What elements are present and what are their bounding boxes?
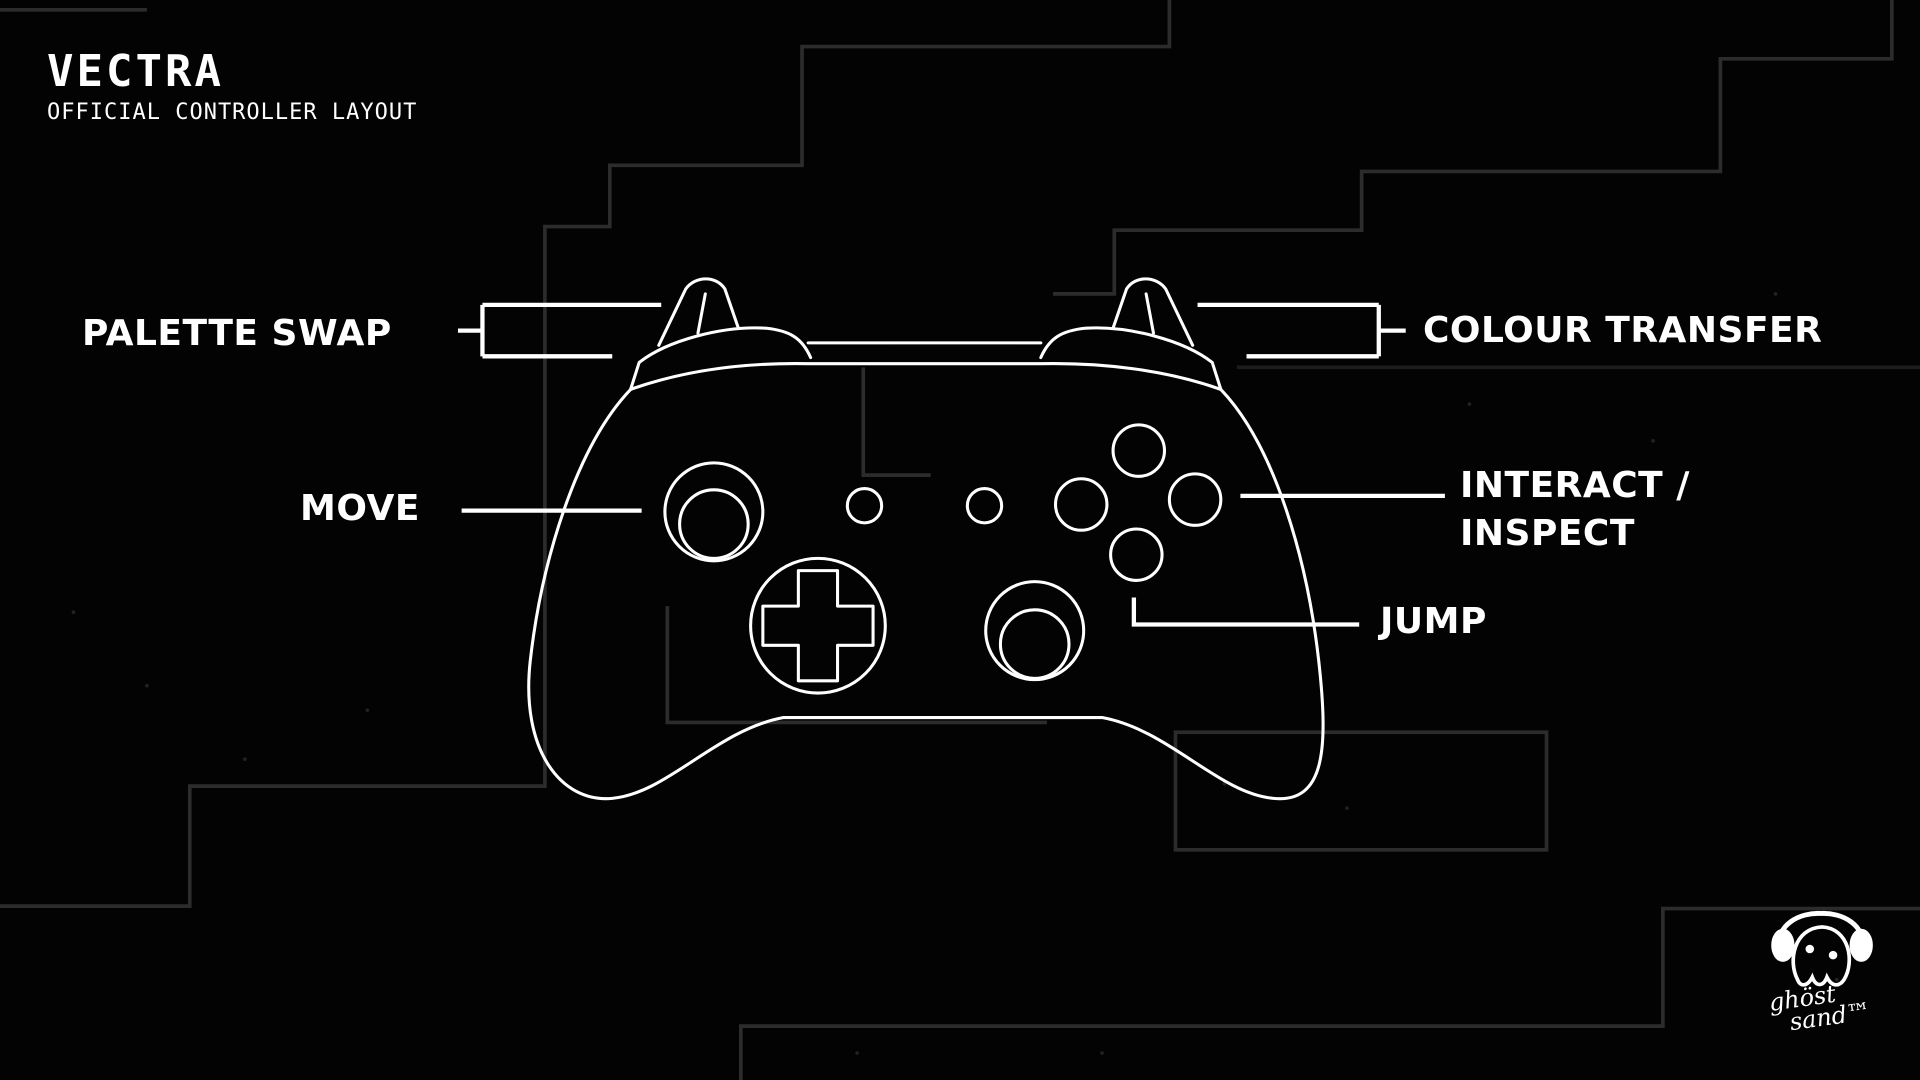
game-title: VECTRA	[47, 46, 224, 97]
ghost-sand-logo-text: ghöst sand™	[1767, 978, 1872, 1036]
face-button-right	[1167, 472, 1223, 527]
controller-body	[527, 387, 1325, 801]
right-bumper	[1039, 326, 1223, 391]
label-jump: JUMP	[1380, 601, 1487, 642]
face-button-bottom	[1109, 527, 1164, 582]
callout-lines	[457, 302, 1445, 627]
right-stick-cap	[998, 608, 1071, 680]
dpad-ring	[749, 556, 887, 695]
right-trigger	[1111, 277, 1195, 347]
left-stick-cap	[678, 488, 750, 560]
right-stick-ring	[984, 580, 1086, 682]
label-interact: INTERACT /	[1460, 465, 1690, 506]
controller-top-edge	[629, 362, 1223, 391]
dpad-cross	[761, 569, 875, 683]
controller-outline	[527, 277, 1325, 801]
ghost-sand-logo-icon	[1771, 911, 1873, 987]
face-button-top	[1111, 423, 1167, 478]
jump-line	[1131, 597, 1360, 627]
view-button	[845, 487, 884, 525]
colour-transfer-line	[1197, 302, 1406, 359]
label-palette-swap: PALETTE SWAP	[82, 313, 392, 354]
face-button-left	[1053, 477, 1109, 532]
page-subtitle: OFFICIAL CONTROLLER LAYOUT	[47, 100, 418, 125]
background-dots	[71, 292, 1839, 1055]
label-inspect: INSPECT	[1460, 513, 1635, 554]
left-bumper	[629, 326, 813, 391]
palette-swap-line	[457, 302, 662, 359]
menu-button	[965, 487, 1004, 525]
left-trigger	[657, 277, 740, 347]
label-colour-transfer: COLOUR TRANSFER	[1423, 310, 1823, 351]
label-move: MOVE	[300, 488, 420, 529]
left-stick-ring	[663, 461, 765, 563]
